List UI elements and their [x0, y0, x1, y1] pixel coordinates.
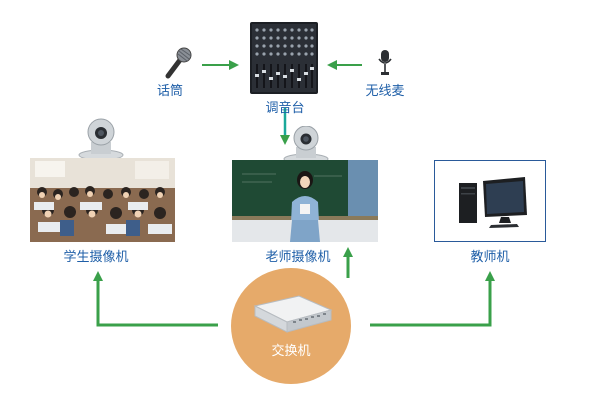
- wireless-mic-icon: [378, 50, 392, 75]
- teacher-camera-view: [232, 160, 378, 242]
- handheld-mic-label: 话筒: [156, 84, 183, 99]
- network-switch-icon: [253, 295, 333, 333]
- student-camera-view: [30, 158, 175, 242]
- classroom-students-image: [30, 158, 175, 242]
- ptz-camera-icon: [283, 126, 329, 164]
- switch-node: [231, 268, 351, 384]
- ptz-camera-icon: [78, 118, 124, 160]
- switch-label: 交换机: [271, 344, 311, 359]
- mixer-node: [250, 22, 318, 94]
- teacher-pc-frame: [434, 160, 546, 242]
- microphone-icon: [165, 47, 192, 79]
- arrow-switch-to-student-camera: [93, 271, 218, 327]
- teacher-ptz-camera: [283, 126, 329, 164]
- arrow-switch-to-teacher-pc: [370, 271, 495, 327]
- handheld-mic-node: [160, 46, 196, 80]
- desktop-computer-icon: [459, 177, 527, 228]
- student-camera-label: 学生摄像机: [63, 250, 129, 265]
- wireless-mic-label: 无线麦: [365, 84, 405, 99]
- wireless-mic-node: [377, 50, 393, 76]
- mixer-icon: [250, 22, 318, 94]
- teacher-blackboard-image: [232, 160, 378, 242]
- teacher-camera-label: 老师摄像机: [265, 250, 331, 265]
- student-ptz-camera: [78, 118, 124, 160]
- mixer-label: 调音台: [265, 101, 305, 116]
- teacher-pc-label: 教师机: [470, 250, 510, 265]
